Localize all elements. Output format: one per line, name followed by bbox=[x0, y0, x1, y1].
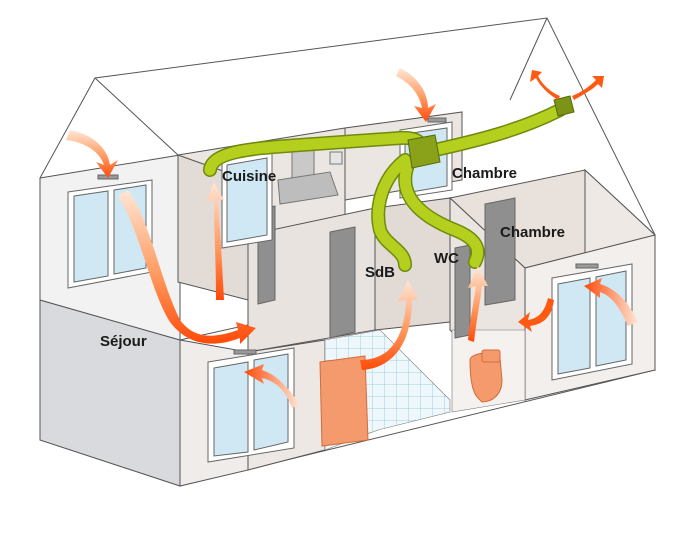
ventilation-unit bbox=[407, 95, 575, 169]
window-chambre2 bbox=[551, 263, 633, 381]
airflow-inlet-chambre2 bbox=[584, 278, 638, 326]
room-label-chambre-1: Chambre bbox=[452, 165, 517, 182]
interior-doors bbox=[257, 197, 516, 339]
door-chambre2 bbox=[484, 197, 516, 306]
room-label-sejour: Séjour bbox=[100, 333, 147, 350]
window-sejour-front bbox=[207, 347, 295, 463]
airflow-inlet-sejour-front bbox=[244, 364, 300, 408]
room-label-sdb: SdB bbox=[365, 264, 395, 281]
airflow-extract-wc bbox=[468, 266, 488, 342]
airflow-transfer-chambre2 bbox=[518, 298, 554, 332]
airflow-extract-kitchen bbox=[206, 182, 224, 300]
room-label-chambre-2: Chambre bbox=[500, 224, 565, 241]
airflow-inlet-chambre1 bbox=[396, 68, 436, 122]
duct-network bbox=[203, 103, 567, 272]
window-kitchen bbox=[221, 151, 273, 249]
airflow-roof-outlet bbox=[530, 70, 604, 100]
door-sdb bbox=[329, 226, 356, 339]
airflow-extract-sdb bbox=[360, 280, 418, 370]
airflow-inlet-sejour-left bbox=[66, 130, 118, 178]
airflow-arrows bbox=[66, 68, 638, 408]
sanitary-fixtures bbox=[319, 349, 503, 447]
room-label-cuisine: Cuisine bbox=[222, 168, 276, 185]
airflow-transfer-sejour bbox=[118, 190, 256, 344]
kitchen-hood bbox=[277, 149, 343, 205]
roof-outline bbox=[39, 17, 656, 236]
room-label-wc: WC bbox=[434, 250, 459, 267]
bathtub bbox=[319, 355, 369, 447]
house-shell bbox=[39, 17, 656, 236]
